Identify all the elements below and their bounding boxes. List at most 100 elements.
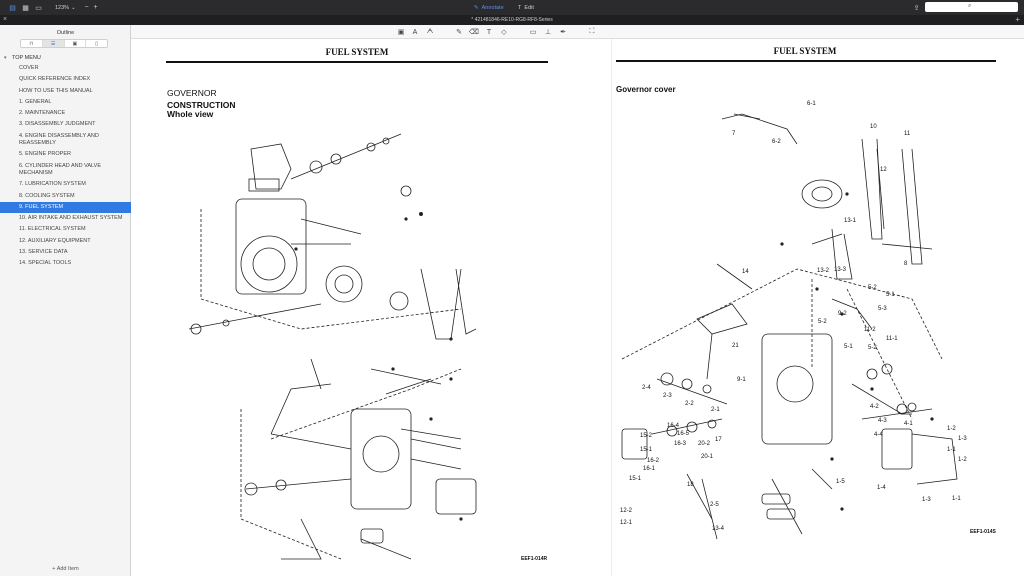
thumbnail-grid-icon[interactable]: ▦ (22, 4, 29, 12)
stamp-icon[interactable]: ⊥ (544, 29, 552, 36)
outline-item[interactable]: 5. ENGINE PROPER (19, 151, 71, 158)
outline-item[interactable]: 1. GENERAL (19, 98, 52, 105)
zoom-out-icon[interactable]: − (84, 4, 89, 11)
part-callout: 4-3 (878, 418, 887, 424)
part-callout: 12-1 (620, 520, 633, 526)
search-input[interactable] (925, 2, 1018, 12)
eraser-icon[interactable]: ⌫ (469, 29, 479, 36)
figure-title-right: Governor cover (616, 85, 676, 94)
zoom-in-icon[interactable]: + (93, 4, 98, 11)
figure-code-right: EEF1-014S (970, 529, 996, 535)
part-callout: 20-1 (701, 454, 714, 460)
outline-item[interactable]: COVER (19, 65, 39, 71)
part-callout: 13-2 (817, 268, 830, 274)
zoom-level[interactable]: 123% (55, 4, 70, 11)
header-rule (166, 61, 548, 63)
subsection-heading: CONSTRUCTION (167, 100, 236, 110)
outline-item[interactable]: 8. COOLING SYSTEM (19, 192, 75, 199)
header-rule-right (616, 60, 996, 62)
governor-exploded-diagram (188, 133, 477, 560)
text-tool-icon[interactable]: T (486, 28, 492, 36)
part-callout: 11-1 (886, 336, 898, 342)
sidebar-view-switcher: ⊓ ☰ ▣ ▯ (20, 39, 108, 48)
part-callout: 11-2 (864, 327, 876, 333)
annotate-mode-button[interactable]: ✎ Annotate (474, 3, 504, 12)
close-tab-icon[interactable]: × (3, 16, 8, 23)
signature-icon[interactable]: ✒ (560, 29, 566, 36)
edit-label: Edit (524, 4, 534, 11)
share-icon[interactable]: ⇪ (913, 4, 920, 12)
part-callout: 2-1 (711, 407, 720, 413)
outline-item[interactable]: 13. SERVICE DATA (19, 249, 68, 256)
part-callout: 18 (687, 482, 694, 488)
part-callout: 1-3 (922, 497, 931, 503)
document-title: * 421481846-RE10-RG8-RF8-Series (471, 17, 553, 23)
part-callout: 11 (904, 131, 911, 137)
outline-item[interactable]: 10. AIR INTAKE AND EXHAUST SYSTEM (19, 215, 123, 222)
part-callout: 16-5 (677, 431, 690, 437)
outline-item[interactable]: 6. CYLINDER HEAD AND VALVE MECHANISM (19, 162, 102, 176)
part-callout: 14 (742, 269, 749, 275)
outline-item[interactable]: 3. DISASSEMBLY JUDGMENT (19, 121, 96, 128)
part-callout: 5-2 (818, 319, 827, 325)
part-callout: 9-2 (838, 311, 847, 317)
part-callout: 16-1 (643, 466, 656, 472)
shapes-icon[interactable]: ◇ (501, 29, 507, 36)
bookmark-icon[interactable]: ⊓ (21, 40, 43, 47)
page-layout-icon[interactable]: ▭ (35, 4, 42, 12)
new-tab-icon[interactable]: + (1015, 15, 1020, 24)
outline-item[interactable]: 11. ELECTRICAL SYSTEM (19, 226, 86, 233)
annotate-label: Annotate (481, 4, 504, 11)
part-callout: 13-1 (844, 218, 857, 224)
part-callout: 10 (870, 124, 877, 130)
document-tab-bar: × * 421481846-RE10-RG8-RF8-Series + (0, 15, 1024, 25)
outline-root-label: TOP MENU (12, 55, 41, 61)
zoom-control[interactable]: 123% ⌄ (55, 3, 76, 12)
text-style-icon[interactable]: A (412, 28, 418, 36)
outline-root[interactable]: ▾ TOP MENU (0, 53, 131, 63)
part-callout: 16-2 (647, 458, 660, 464)
disclosure-triangle-icon[interactable]: ▾ (4, 55, 7, 61)
outline-item[interactable]: 2. MAINTENANCE (19, 110, 66, 117)
search-icon: ⌕ (968, 3, 972, 9)
outline-item[interactable]: 12. AUXILIARY EQUIPMENT (19, 237, 91, 244)
part-callout: 17 (715, 437, 722, 443)
pencil-icon[interactable]: ✎ (456, 29, 462, 36)
outline-item[interactable]: QUICK REFERENCE INDEX (19, 76, 91, 83)
part-callout: 5-2 (868, 285, 877, 291)
part-callout: 13-4 (712, 526, 725, 532)
crop-icon[interactable]: ⛶ (589, 28, 595, 35)
annotations-icon[interactable]: ▣ (65, 40, 87, 47)
outline-item[interactable]: 4. ENGINE DISASSEMBLY AND REASSEMBLY (19, 132, 99, 147)
outline-item[interactable]: 7. LUBRICATION SYSTEM (19, 181, 86, 188)
outline-item[interactable]: 9. FUEL SYSTEM (0, 201, 131, 214)
part-callout: 15-1 (640, 447, 653, 453)
outline-tree: ▾ TOP MENU COVER QUICK REFERENCE INDEX HOW… (0, 53, 131, 270)
highlight-icon[interactable]: ᗅ (426, 28, 434, 35)
part-callout: 2-4 (642, 385, 651, 391)
part-callout: 20-2 (698, 441, 711, 447)
part-callout: 5-3 (878, 306, 887, 312)
outline-item[interactable]: HOW TO USE THIS MANUAL (19, 87, 93, 94)
edit-mode-button[interactable]: T Edit (518, 3, 534, 12)
part-callout: 5-2 (868, 345, 877, 351)
part-callout: 2-2 (685, 401, 694, 407)
part-callout: 4-1 (904, 421, 913, 427)
outline-item[interactable]: 14. SPECIAL TOOLS (19, 260, 72, 267)
page-header-right: FUEL SYSTEM (773, 46, 837, 56)
part-callout: 6-2 (772, 139, 781, 145)
page-header: FUEL SYSTEM (325, 47, 389, 57)
part-callout: 2-5 (710, 502, 719, 508)
note-icon[interactable]: ▭ (529, 29, 537, 36)
outline-list-icon[interactable]: ☰ (42, 40, 65, 47)
add-item-button[interactable]: + Add Item (52, 566, 79, 572)
sidebar-toggle-icon[interactable]: ▤ (9, 4, 16, 12)
pages-icon[interactable]: ▯ (95, 40, 98, 47)
part-callout: 4-2 (870, 404, 879, 410)
chevron-down-icon: ⌄ (71, 4, 76, 11)
part-callout: 13-3 (834, 267, 847, 273)
text-box-icon[interactable]: ▣ (397, 29, 405, 36)
part-callout: 1-1 (952, 496, 961, 502)
